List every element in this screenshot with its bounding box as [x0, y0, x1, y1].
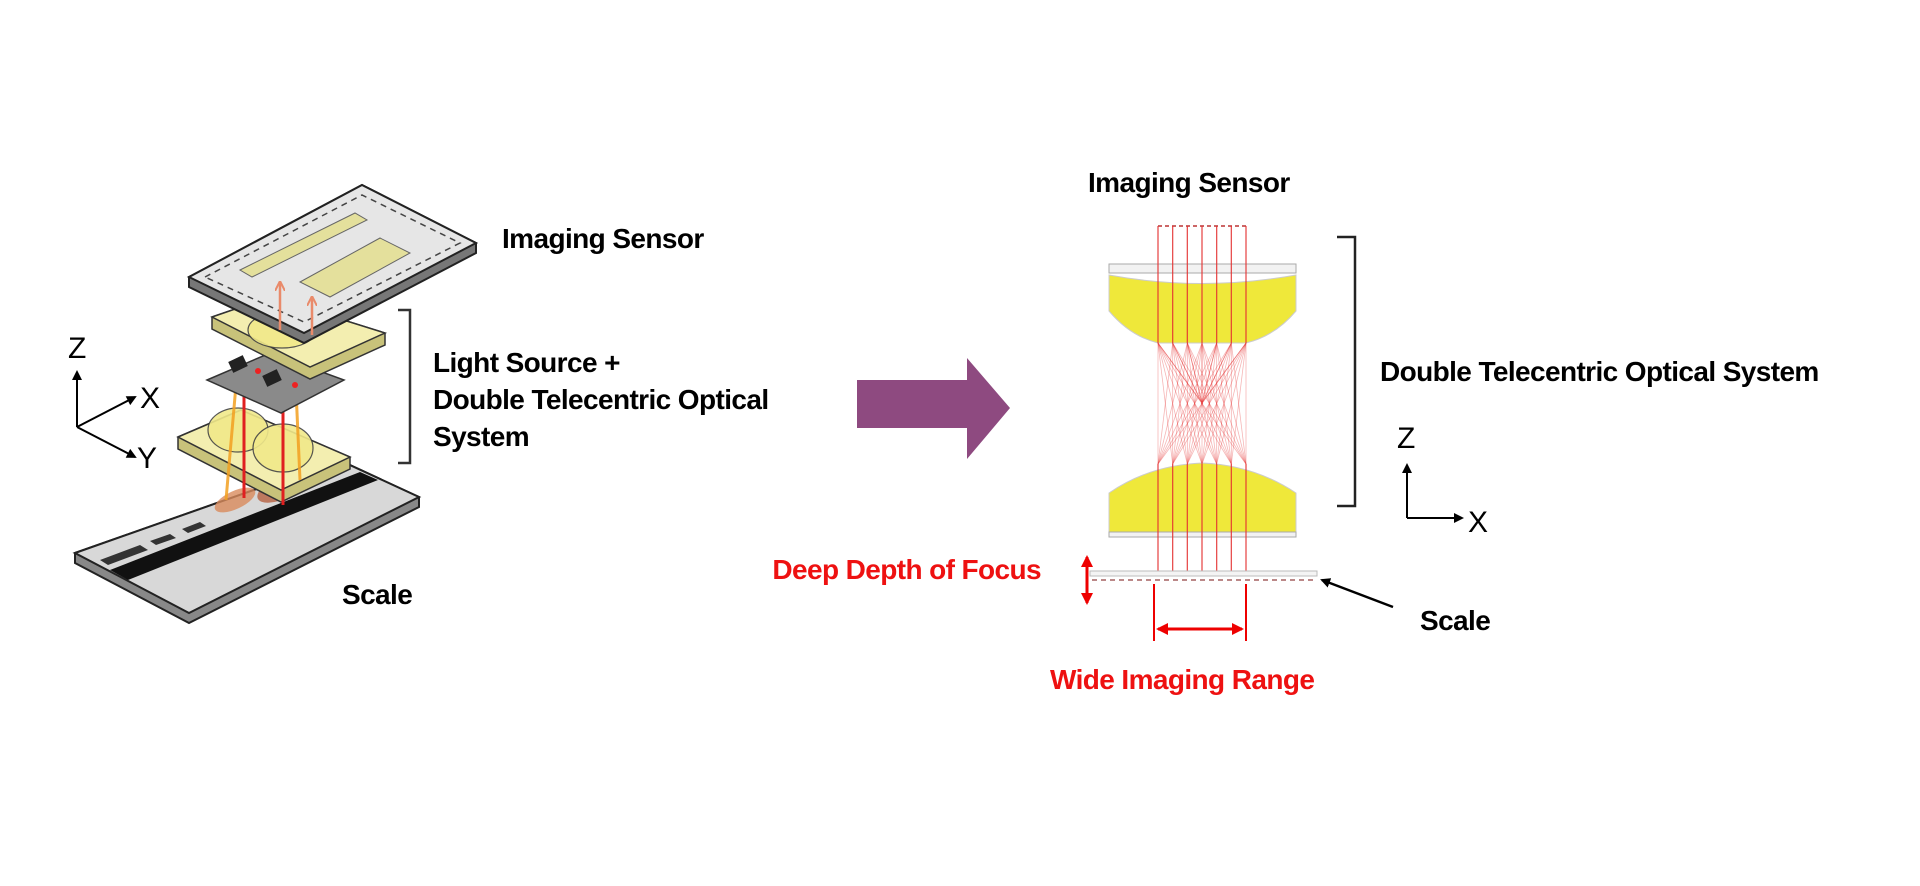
light-ray: [1216, 342, 1232, 465]
light-ray: [1157, 342, 1232, 465]
left-optics-label-line1: Light Source +: [433, 347, 620, 378]
light-ray: [1216, 342, 1247, 465]
light-ray: [1201, 342, 1247, 465]
light-ray: [1201, 342, 1218, 465]
light-ray: [1186, 342, 1232, 465]
axis-x-label: X: [140, 382, 160, 415]
light-ray: [1172, 342, 1203, 405]
light-ray: [1157, 342, 1174, 465]
light-ray: [1200, 342, 1247, 405]
light-ray: [1172, 342, 1203, 465]
left-device-illustration: Z X Y: [68, 183, 479, 625]
ray-bundle: [1157, 226, 1247, 575]
light-ray: [1157, 342, 1218, 465]
right-axis-z-label: Z: [1397, 422, 1415, 455]
light-ray: [1230, 342, 1247, 465]
left-optics-label-line3: System: [433, 421, 529, 452]
light-ray: [1172, 342, 1188, 465]
depth-of-focus-label: Deep Depth of Focus: [772, 554, 1041, 585]
transition-arrow: [857, 358, 1010, 459]
light-ray: [1201, 342, 1232, 405]
right-optics-bracket: [1337, 235, 1357, 508]
imaging-sensor-board: [186, 183, 479, 345]
left-optics-label-line2: Double Telecentric Optical: [433, 384, 769, 415]
light-ray: [1216, 342, 1232, 465]
scale-surface: [1089, 570, 1318, 577]
light-ray: [1172, 342, 1247, 465]
light-ray: [1186, 342, 1247, 465]
optics-bracket: [398, 308, 412, 465]
light-ray: [1201, 342, 1232, 465]
right-axis-x-label: X: [1468, 506, 1488, 539]
light-ray: [1157, 342, 1204, 405]
left-scale-label: Scale: [342, 579, 412, 610]
light-ray: [1157, 342, 1218, 465]
light-ray: [1201, 342, 1247, 465]
light-ray: [1157, 342, 1203, 465]
light-ray: [1186, 342, 1203, 465]
right-scale-label: Scale: [1420, 605, 1490, 636]
light-ray: [1230, 342, 1247, 465]
light-ray: [1201, 342, 1232, 465]
light-ray: [1186, 342, 1203, 465]
right-optics-label: Double Telecentric Optical System: [1380, 356, 1819, 387]
light-ray: [1157, 342, 1174, 465]
light-ray: [1172, 342, 1218, 465]
left-imaging-sensor-label: Imaging Sensor: [502, 223, 704, 254]
light-ray: [1157, 342, 1188, 465]
light-ray: [1172, 342, 1203, 465]
left-axes: Z X Y: [68, 332, 160, 475]
imaging-range-label: Wide Imaging Range: [1050, 664, 1314, 695]
light-ray: [1201, 342, 1218, 405]
light-ray: [1186, 342, 1232, 465]
light-ray: [1172, 342, 1218, 465]
light-ray: [1157, 342, 1232, 465]
scale-plate: [72, 458, 422, 625]
light-ray: [1157, 342, 1203, 465]
lower-lens-plate: [176, 407, 352, 503]
axis-y-label: Y: [137, 442, 157, 475]
right-optics-illustration: Z X: [1081, 225, 1488, 641]
light-ray: [1186, 342, 1247, 465]
right-axes: Z X: [1397, 422, 1488, 539]
right-imaging-sensor-label: Imaging Sensor: [1088, 167, 1290, 198]
light-ray: [1201, 342, 1218, 465]
light-ray: [1172, 342, 1188, 465]
light-ray: [1186, 342, 1203, 405]
scale-pointer-arrow: [1320, 578, 1394, 609]
light-ray: [1172, 342, 1247, 465]
axis-z-label: Z: [68, 332, 86, 365]
